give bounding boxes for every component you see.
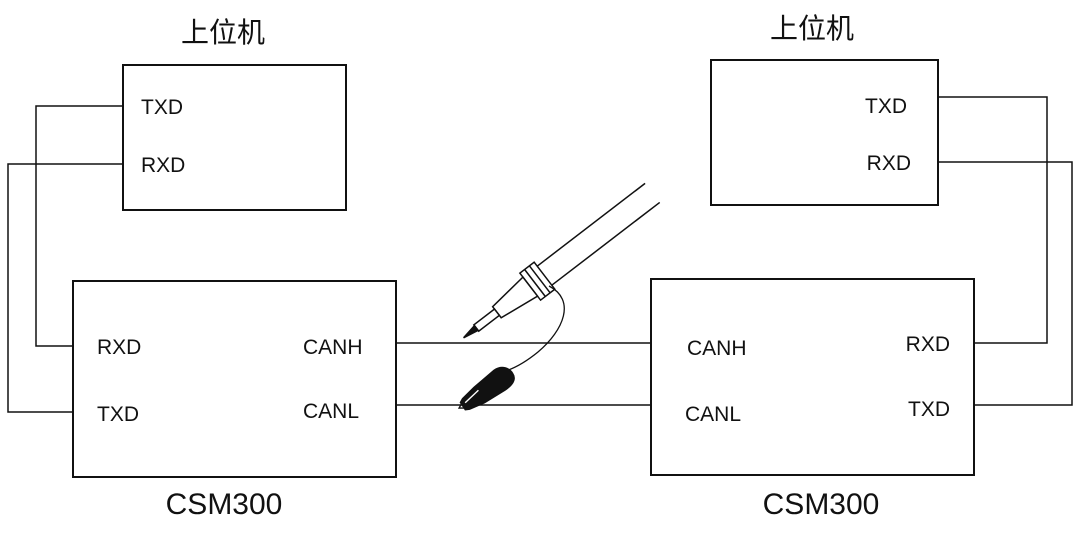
right-module-rxd-label: RXD	[906, 333, 950, 356]
wire-host-rxd-to-module-txd-right	[938, 161, 1073, 406]
left-host-pc: 上位机 TXD RXD	[122, 16, 347, 211]
left-csm300-module: CSM300 RXD TXD CANH CANL	[72, 280, 397, 521]
right-serial-wires	[938, 96, 1073, 406]
oscilloscope-probe-icon	[463, 182, 661, 373]
can-bus-wires	[396, 342, 651, 406]
left-module-rxd-label: RXD	[97, 336, 141, 359]
left-module-canh-label: CANH	[303, 336, 363, 359]
left-module-txd-label: TXD	[97, 403, 139, 426]
left-host-rxd-label: RXD	[141, 154, 185, 177]
right-module-txd-label: TXD	[908, 398, 950, 421]
right-host-box	[710, 59, 939, 206]
left-module-title: CSM300	[166, 488, 283, 521]
right-host-title: 上位机	[770, 12, 854, 45]
wire-host-txd-to-module-rxd	[35, 105, 123, 347]
right-module-title: CSM300	[763, 488, 880, 521]
right-host-txd-label: TXD	[865, 95, 907, 118]
left-serial-wires	[7, 105, 123, 413]
right-module-canh-label: CANH	[687, 337, 747, 360]
right-module-canl-label: CANL	[685, 403, 741, 426]
left-module-canl-label: CANL	[303, 400, 359, 423]
right-csm300-module: CSM300 CANH CANL RXD TXD	[650, 278, 975, 521]
left-host-txd-label: TXD	[141, 96, 183, 119]
right-host-rxd-label: RXD	[867, 152, 911, 175]
right-module-box	[650, 278, 975, 476]
right-host-pc: 上位机 TXD RXD	[710, 12, 939, 206]
wire-host-rxd-to-module-txd	[7, 163, 123, 413]
left-module-box	[72, 280, 397, 478]
left-host-title: 上位机	[181, 16, 265, 49]
left-host-box	[122, 64, 347, 211]
wire-host-txd-to-module-rxd-right	[938, 96, 1048, 344]
ground-clip-icon	[457, 366, 515, 411]
probe-ground-lead	[501, 285, 565, 373]
